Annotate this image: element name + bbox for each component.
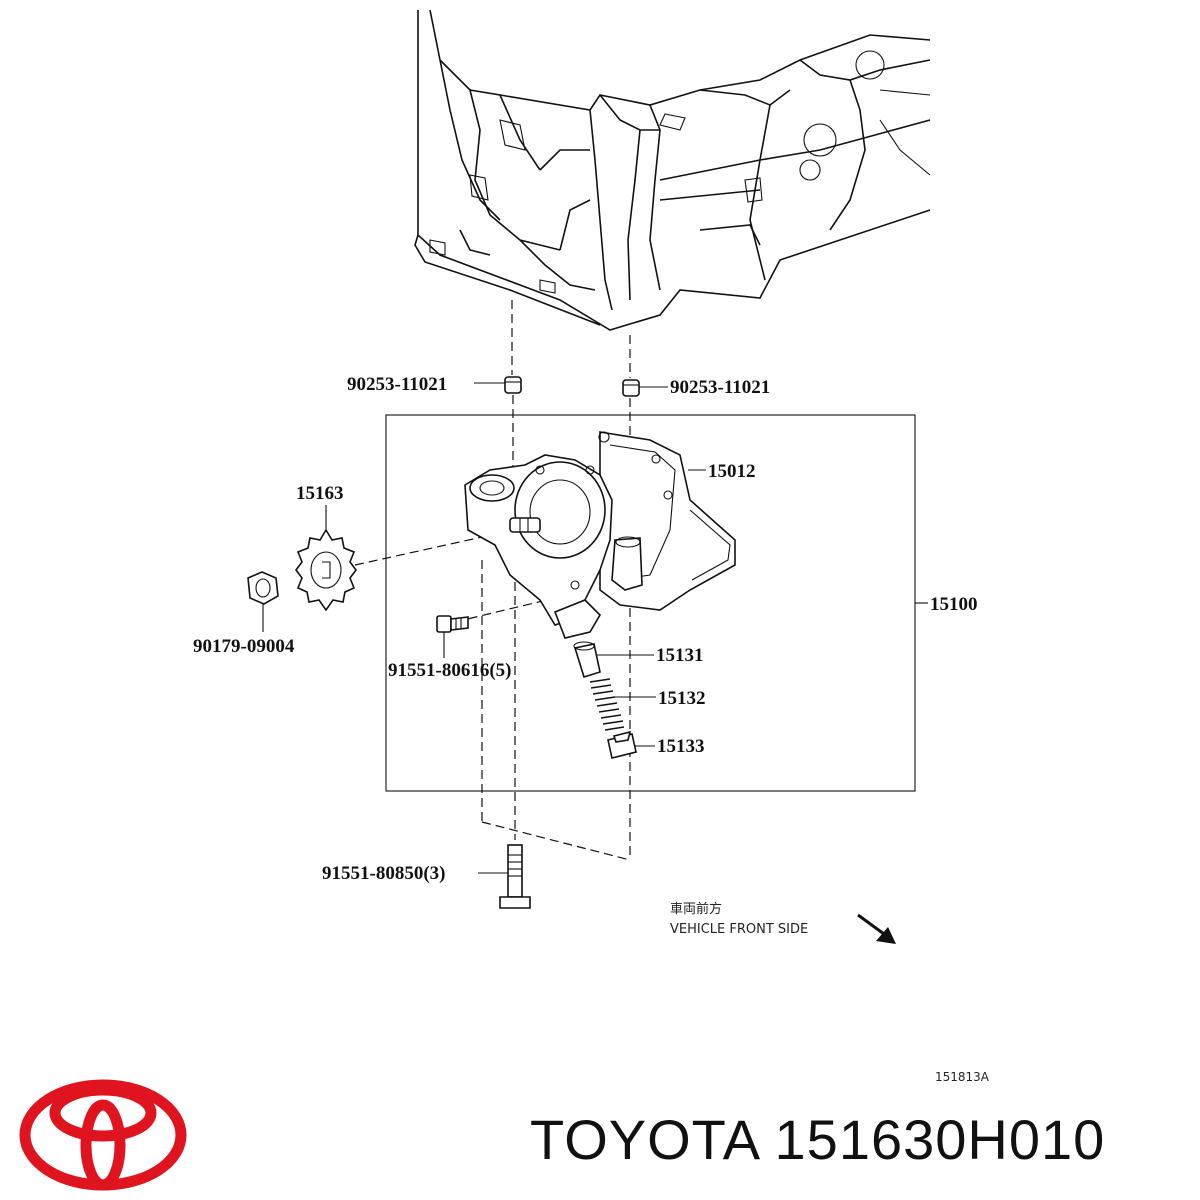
engine-block-illustration <box>414 9 931 331</box>
leader-lines <box>262 382 928 874</box>
illustration-ref: 151813A <box>935 1070 990 1084</box>
relief-valve-illustration <box>573 641 601 679</box>
bolt-long-illustration <box>499 844 531 909</box>
brand-title: TOYOTA 151630H010 <box>530 1108 1106 1171</box>
label-sprocket: 15163 <box>296 483 344 504</box>
oil-pump-illustration <box>464 431 736 639</box>
label-bushing-right: 90253-11021 <box>670 377 770 398</box>
toyota-logo <box>19 1079 187 1191</box>
label-plug: 15133 <box>657 736 705 757</box>
label-bolt-small: 91551-80616(5) <box>388 660 511 681</box>
nut-illustration <box>247 571 279 605</box>
bushing-left <box>504 376 522 394</box>
direction-note-english: VEHICLE FRONT SIDE <box>670 922 808 937</box>
sprocket-illustration <box>295 528 357 612</box>
label-pump-assembly: 15100 <box>930 594 978 615</box>
spring-illustration <box>589 678 625 731</box>
label-nut: 90179-09004 <box>193 636 295 657</box>
direction-note-japanese: 車両前方 <box>670 901 722 917</box>
bolt-small-illustration <box>436 615 469 633</box>
label-pump-cover: 15012 <box>708 461 756 482</box>
label-relief-valve: 15131 <box>656 645 704 666</box>
label-spring: 15132 <box>658 688 706 709</box>
front-arrow-icon <box>857 913 896 944</box>
label-bolt-long: 91551-80850(3) <box>322 863 445 884</box>
bushing-right <box>622 379 640 397</box>
label-bushing-left: 90253-11021 <box>347 374 447 395</box>
plug-illustration <box>607 730 637 759</box>
